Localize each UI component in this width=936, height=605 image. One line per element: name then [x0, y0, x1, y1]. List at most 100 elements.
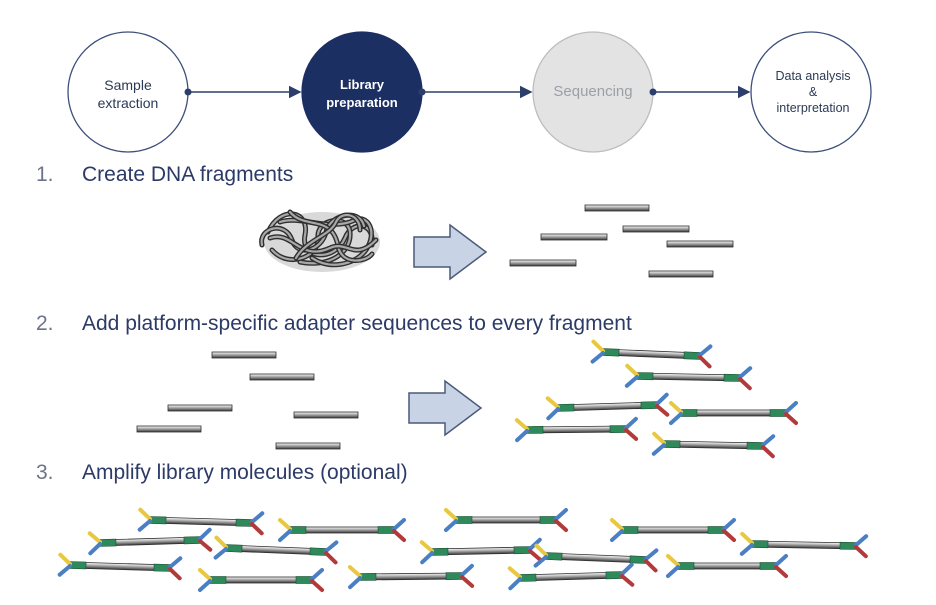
- adapter-arm-yellow: [347, 565, 362, 579]
- insert-fragment: [648, 372, 729, 382]
- adapter-stem-right: [769, 409, 787, 417]
- adapter-stem-left: [663, 440, 681, 449]
- dna-fragment-section1-6: [648, 270, 714, 278]
- dna-fragment-section2-2: [249, 373, 315, 381]
- adapter-stem-left: [621, 526, 639, 534]
- adapter-arm-red: [392, 529, 406, 542]
- adapter-arm-blue: [624, 374, 639, 388]
- adapter-stem-right: [707, 526, 725, 534]
- insert-fragment: [221, 576, 301, 584]
- adapter-arm-yellow: [419, 540, 434, 554]
- insert-fragment: [161, 516, 241, 527]
- adapter-stem-left: [431, 547, 449, 556]
- adapter-arm-blue: [738, 366, 753, 380]
- adapter-stem-left: [289, 526, 307, 534]
- adapter-arm-yellow: [514, 418, 529, 432]
- adapter-stem-right: [295, 576, 313, 584]
- adapter-arm-red: [760, 444, 775, 459]
- adapter-stem-right: [629, 555, 647, 564]
- adapter-stem-left: [557, 403, 575, 412]
- adapter-arm-red: [774, 565, 788, 578]
- dna-fragment-section2-5: [136, 425, 202, 433]
- insert-fragment: [371, 572, 451, 581]
- adapter-arm-yellow: [58, 552, 73, 567]
- dna-fragment-section2-6: [275, 442, 341, 450]
- adapter-molecule-icon-section3-6: [213, 535, 339, 565]
- adapter-arm-blue: [444, 519, 458, 532]
- section-3-number: 3.: [36, 461, 54, 484]
- dna-fragment-section1-5: [509, 259, 577, 267]
- adapter-stem-right: [513, 546, 531, 555]
- adapter-arm-red: [310, 579, 324, 592]
- connector-arrow-1-2: [184, 85, 302, 99]
- adapter-stem-left: [602, 348, 620, 357]
- insert-fragment: [301, 526, 383, 534]
- adapter-stem-right: [183, 536, 201, 545]
- adapter-arm-blue: [420, 550, 435, 565]
- insert-fragment: [237, 545, 315, 555]
- adapter-arm-red: [460, 574, 475, 588]
- step-data-analysis-label: Data analysis & interpretation: [775, 69, 851, 115]
- adapter-arm-blue: [546, 406, 561, 421]
- adapter-arm-blue: [784, 401, 798, 414]
- adapter-arm-red: [554, 519, 568, 532]
- adapter-stem-right: [839, 541, 857, 550]
- adapter-arm-blue: [651, 442, 666, 456]
- dna-fragment-section2-1: [211, 351, 277, 359]
- step-data-analysis-circle: [750, 31, 872, 153]
- section-1-number: 1.: [36, 163, 54, 186]
- adapter-arm-blue: [669, 412, 683, 425]
- adapter-arm-blue: [554, 508, 568, 521]
- adapter-stem-left: [526, 426, 544, 434]
- adapter-arm-blue: [137, 518, 152, 532]
- dna-fragment-section2-4: [293, 411, 359, 419]
- adapter-arm-blue: [508, 576, 523, 591]
- adapter-molecule-icon-section3-5: [87, 527, 213, 556]
- adapter-stem-left: [677, 562, 695, 570]
- adapter-stem-right: [723, 373, 741, 382]
- adapter-stem-right: [746, 441, 764, 450]
- adapter-arm-blue: [854, 534, 869, 548]
- adapter-arm-blue: [250, 511, 265, 525]
- block-arrow-shape: [413, 223, 488, 281]
- adapter-arm-blue: [198, 579, 212, 592]
- adapter-arm-blue: [761, 434, 776, 448]
- adapter-arm-blue: [324, 540, 339, 554]
- adapter-molecule-icon-section3-11: [198, 568, 324, 592]
- connector-arrow-2-3: [418, 85, 533, 99]
- adapter-molecule-icon-section3-1: [137, 507, 265, 536]
- adapter-stem-left: [545, 552, 563, 561]
- adapter-arm-red: [624, 427, 639, 441]
- adapter-arm-yellow: [669, 401, 683, 414]
- section-3-heading: 3.Amplify library molecules (optional): [36, 461, 408, 485]
- insert-fragment: [111, 536, 189, 547]
- adapter-arm-blue: [57, 563, 72, 577]
- adapter-molecule-icon-section3-2: [278, 518, 406, 542]
- adapter-stem-right: [445, 572, 463, 580]
- adapter-arm-red: [167, 566, 182, 581]
- adapter-stem-right: [309, 547, 327, 556]
- adapter-arm-blue: [654, 392, 669, 407]
- insert-fragment: [531, 571, 611, 582]
- adapter-arm-blue: [666, 565, 680, 578]
- adapter-stem-left: [519, 573, 537, 582]
- adapter-arm-blue: [610, 529, 624, 542]
- adapter-stem-right: [609, 425, 627, 433]
- adapter-arm-yellow: [545, 396, 560, 410]
- dna-fragment-section1-4: [666, 240, 734, 248]
- adapter-arm-yellow: [591, 339, 606, 354]
- adapter-arm-blue: [774, 554, 788, 567]
- adapter-stem-right: [235, 518, 253, 527]
- dna-fragment-section1-3: [622, 225, 690, 233]
- insert-fragment: [443, 546, 519, 556]
- adapter-stem-right: [153, 563, 171, 572]
- adapter-molecule-icon-section3-14: [666, 554, 788, 578]
- adapter-stem-left: [225, 544, 243, 553]
- adapter-arm-blue: [168, 556, 183, 570]
- adapter-arm-blue: [644, 548, 659, 562]
- adapter-molecule-icon-section3-7: [419, 537, 543, 565]
- adapter-stem-right: [377, 526, 395, 534]
- adapter-arm-blue: [310, 568, 324, 581]
- adapter-molecule-icon-section2-2: [624, 363, 753, 391]
